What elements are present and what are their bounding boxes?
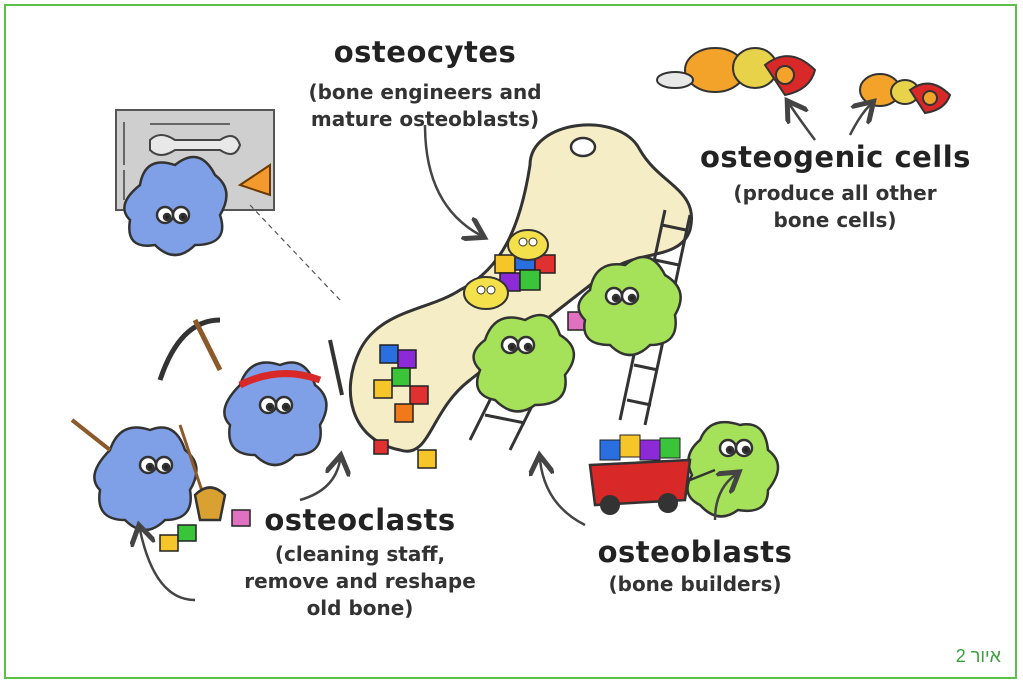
osteogenic-desc-1: (produce all other bbox=[700, 180, 970, 207]
osteogenic-title: osteogenic cells bbox=[700, 140, 970, 174]
osteoclasts-desc-2: remove and reshape bbox=[220, 568, 500, 595]
osteocytes-desc-1: (bone engineers and bbox=[295, 79, 555, 106]
osteoblasts-label-group: osteoblasts (bone builders) bbox=[580, 535, 810, 598]
figure-caption: איור 2 bbox=[956, 646, 1001, 667]
osteoclasts-label-group: osteoclasts (cleaning staff, remove and … bbox=[220, 503, 500, 622]
osteogenic-cells bbox=[657, 48, 950, 113]
osteocytes-desc-2: mature osteoblasts) bbox=[295, 106, 555, 133]
osteoclasts-desc-3: old bone) bbox=[220, 595, 500, 622]
osteogenic-label-group: osteogenic cells (produce all other bone… bbox=[700, 140, 970, 234]
osteoblasts-desc-1: (bone builders) bbox=[580, 571, 810, 598]
osteocytes-title: osteocytes bbox=[295, 35, 555, 69]
osteoclasts-desc-1: (cleaning staff, bbox=[220, 541, 500, 568]
osteoclast-cells bbox=[94, 157, 326, 530]
osteogenic-desc-2: bone cells) bbox=[700, 207, 970, 234]
osteocytes-label-group: osteocytes (bone engineers and mature os… bbox=[295, 35, 555, 133]
osteoclasts-title: osteoclasts bbox=[220, 503, 500, 537]
osteoblasts-title: osteoblasts bbox=[580, 535, 810, 569]
